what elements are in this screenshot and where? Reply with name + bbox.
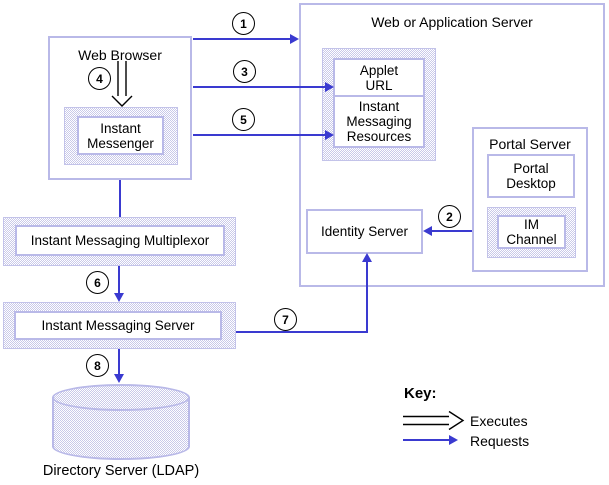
arrow-6-line bbox=[118, 266, 120, 294]
box-im-multiplexor: Instant Messaging Multiplexor bbox=[15, 225, 225, 256]
box-im-channel: IM Channel bbox=[497, 215, 566, 249]
arrow-7-head bbox=[362, 253, 372, 262]
box-instant-messenger: Instant Messenger bbox=[77, 116, 164, 155]
arrow-3-line bbox=[193, 86, 325, 88]
arrow-5-line bbox=[193, 134, 325, 136]
arrow-3-head bbox=[325, 82, 334, 92]
arrow-8-head bbox=[114, 374, 124, 383]
key-requests-arrow-line bbox=[403, 439, 449, 441]
web-app-server-title: Web or Application Server bbox=[371, 14, 533, 30]
step-circle-7: 7 bbox=[274, 308, 297, 331]
step-circle-1: 1 bbox=[232, 12, 255, 35]
box-im-server: Instant Messaging Server bbox=[14, 311, 222, 340]
arrow-2-line bbox=[431, 230, 472, 232]
web-browser-title: Web Browser bbox=[78, 47, 162, 63]
box-identity-server: Identity Server bbox=[306, 209, 423, 254]
directory-server-label: Directory Server (LDAP) bbox=[42, 463, 200, 479]
box-portal-desktop: Portal Desktop bbox=[487, 154, 575, 198]
arrow-1-line bbox=[193, 38, 290, 40]
box-applet-url: Applet URL bbox=[333, 58, 425, 95]
key-executes-label: Executes bbox=[470, 413, 528, 429]
step-circle-6: 6 bbox=[86, 271, 109, 294]
arrow-7-line-vertical bbox=[366, 262, 368, 333]
key-requests-arrow-head bbox=[449, 435, 458, 445]
arrow-7-line-horizontal bbox=[236, 331, 368, 333]
step-circle-5: 5 bbox=[232, 108, 255, 131]
key-executes-arrow-icon bbox=[403, 410, 465, 431]
step-circle-4: 4 bbox=[88, 67, 111, 90]
key-title: Key: bbox=[404, 385, 437, 402]
key-requests-label: Requests bbox=[470, 433, 530, 449]
step-circle-8: 8 bbox=[86, 354, 109, 377]
arrow-1-head bbox=[290, 34, 299, 44]
box-im-resources: Instant Messaging Resources bbox=[333, 95, 425, 148]
executes-arrow-icon bbox=[111, 61, 133, 107]
step-circle-3: 3 bbox=[233, 60, 256, 83]
portal-server-title: Portal Server bbox=[489, 136, 571, 152]
arrow-5-head bbox=[325, 130, 334, 140]
arrow-6-head bbox=[114, 293, 124, 302]
directory-cylinder-top bbox=[52, 384, 190, 411]
arrow-2-head bbox=[423, 226, 432, 236]
step-circle-2: 2 bbox=[438, 205, 461, 228]
arrow-8-line bbox=[118, 349, 120, 375]
connector-browser-multiplexor bbox=[119, 180, 121, 217]
